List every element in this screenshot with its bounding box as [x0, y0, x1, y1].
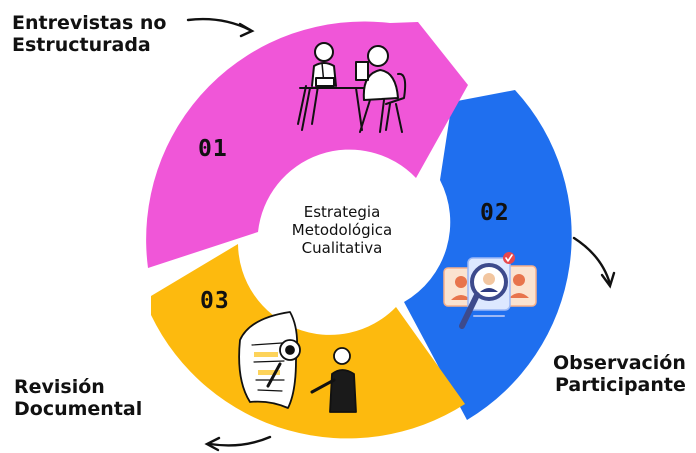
- step-02-number: 02: [480, 200, 510, 226]
- arrow-right: [572, 236, 616, 289]
- step-02-title-line2: Participante: [554, 374, 686, 396]
- step-02-title-line1: Observación: [553, 352, 686, 374]
- document-review-icon: [238, 311, 357, 413]
- interview-icon: [297, 42, 407, 133]
- step-01-number: 01: [198, 136, 228, 162]
- arrow-bottom: [204, 435, 272, 452]
- step-03-number: 03: [200, 288, 230, 314]
- center-title: Estrategia Metodológica Cualitativa: [274, 203, 410, 257]
- step-01-title: Entrevistas no Estructurada: [12, 12, 166, 56]
- center-title-line3: Cualitativa: [301, 239, 383, 257]
- arrow-top: [186, 17, 255, 38]
- step-03-title-line2: Documental: [14, 398, 143, 420]
- step-01-title-line2: Estructurada: [12, 34, 151, 56]
- step-03-title-line1: Revisión: [14, 376, 105, 398]
- step-01-title-line1: Entrevistas no: [12, 12, 167, 34]
- segment-03: [151, 244, 465, 439]
- segment-02: [404, 90, 572, 420]
- step-03-title: Revisión Documental: [14, 376, 142, 420]
- center-circle: [270, 158, 414, 302]
- center-title-line1: Estrategia: [303, 203, 381, 221]
- center-title-line2: Metodológica: [291, 221, 393, 239]
- observation-icon: [443, 252, 537, 329]
- step-02-title: Observación Participante: [553, 352, 686, 396]
